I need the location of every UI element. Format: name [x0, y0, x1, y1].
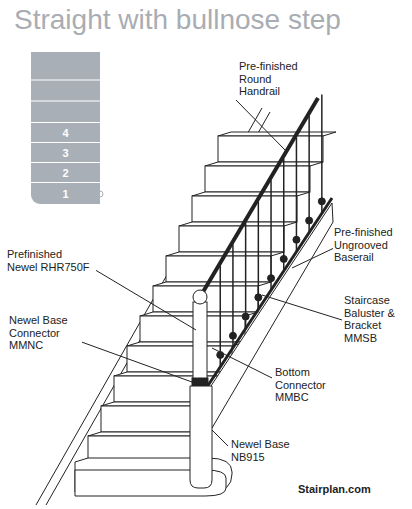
handrail [200, 98, 318, 297]
plan-step: 2 [31, 163, 100, 182]
tread [153, 282, 271, 286]
part-label: Pre-finished Ungrooved Baserail [333, 226, 409, 264]
riser [218, 136, 323, 162]
plan-step: 1 [31, 183, 100, 204]
plan-landing [31, 52, 100, 122]
plan-line [31, 101, 100, 102]
baluster-bracket [229, 332, 236, 339]
part-label: Newel Base NB915 [230, 438, 304, 463]
baluster [258, 202, 260, 310]
part-label: Bottom Connector MMBC [274, 366, 340, 404]
leader-line [212, 348, 272, 378]
plan-line [31, 80, 100, 81]
tread [218, 132, 336, 136]
baluster-bracket [255, 294, 262, 301]
part-label: Prefinished Newel RHR750F [6, 248, 96, 273]
baluster-bracket [318, 198, 325, 205]
leader-line [92, 268, 196, 330]
tread [205, 162, 323, 166]
baluster [283, 159, 285, 271]
source-credit: Stairplan.com [297, 483, 409, 496]
tread [179, 222, 297, 226]
step-number: 4 [62, 127, 68, 139]
baluster-bracket [293, 236, 300, 243]
leader-line [262, 295, 342, 320]
tread [192, 192, 310, 196]
baluster-bracket [306, 217, 313, 224]
tread [88, 432, 206, 436]
baluster [296, 137, 298, 251]
balusters [217, 95, 326, 367]
part-label: Newel Base Connector MMNC [8, 314, 82, 352]
tread [127, 342, 245, 346]
riser [205, 166, 310, 192]
step-number: 1 [62, 188, 68, 200]
part-label: Staircase Baluster & Bracket MMSB [343, 294, 409, 344]
plan-step: 4 [31, 123, 100, 142]
leader-line [212, 430, 228, 446]
baluster-bracket [268, 275, 275, 282]
step-number: 2 [62, 167, 68, 179]
step-number: 3 [62, 147, 68, 159]
leader-line [292, 248, 334, 268]
riser [179, 226, 284, 252]
baluster [321, 95, 323, 214]
baluster-bracket [242, 313, 249, 320]
leader-line [76, 340, 192, 382]
baserail [205, 198, 332, 390]
newel-base [190, 386, 212, 488]
newel-base-connector [192, 378, 208, 386]
leader-line [236, 100, 285, 150]
baluster [308, 116, 310, 233]
newel-post [193, 302, 207, 386]
baluster-bracket [280, 255, 287, 262]
stair-steps [75, 132, 336, 496]
part-label: Pre-finished Round Handrail [238, 60, 312, 98]
newel-cap [193, 290, 207, 304]
baluster [270, 180, 272, 290]
plan-step: 3 [31, 143, 100, 162]
title: Straight with bullnose step [14, 4, 341, 36]
